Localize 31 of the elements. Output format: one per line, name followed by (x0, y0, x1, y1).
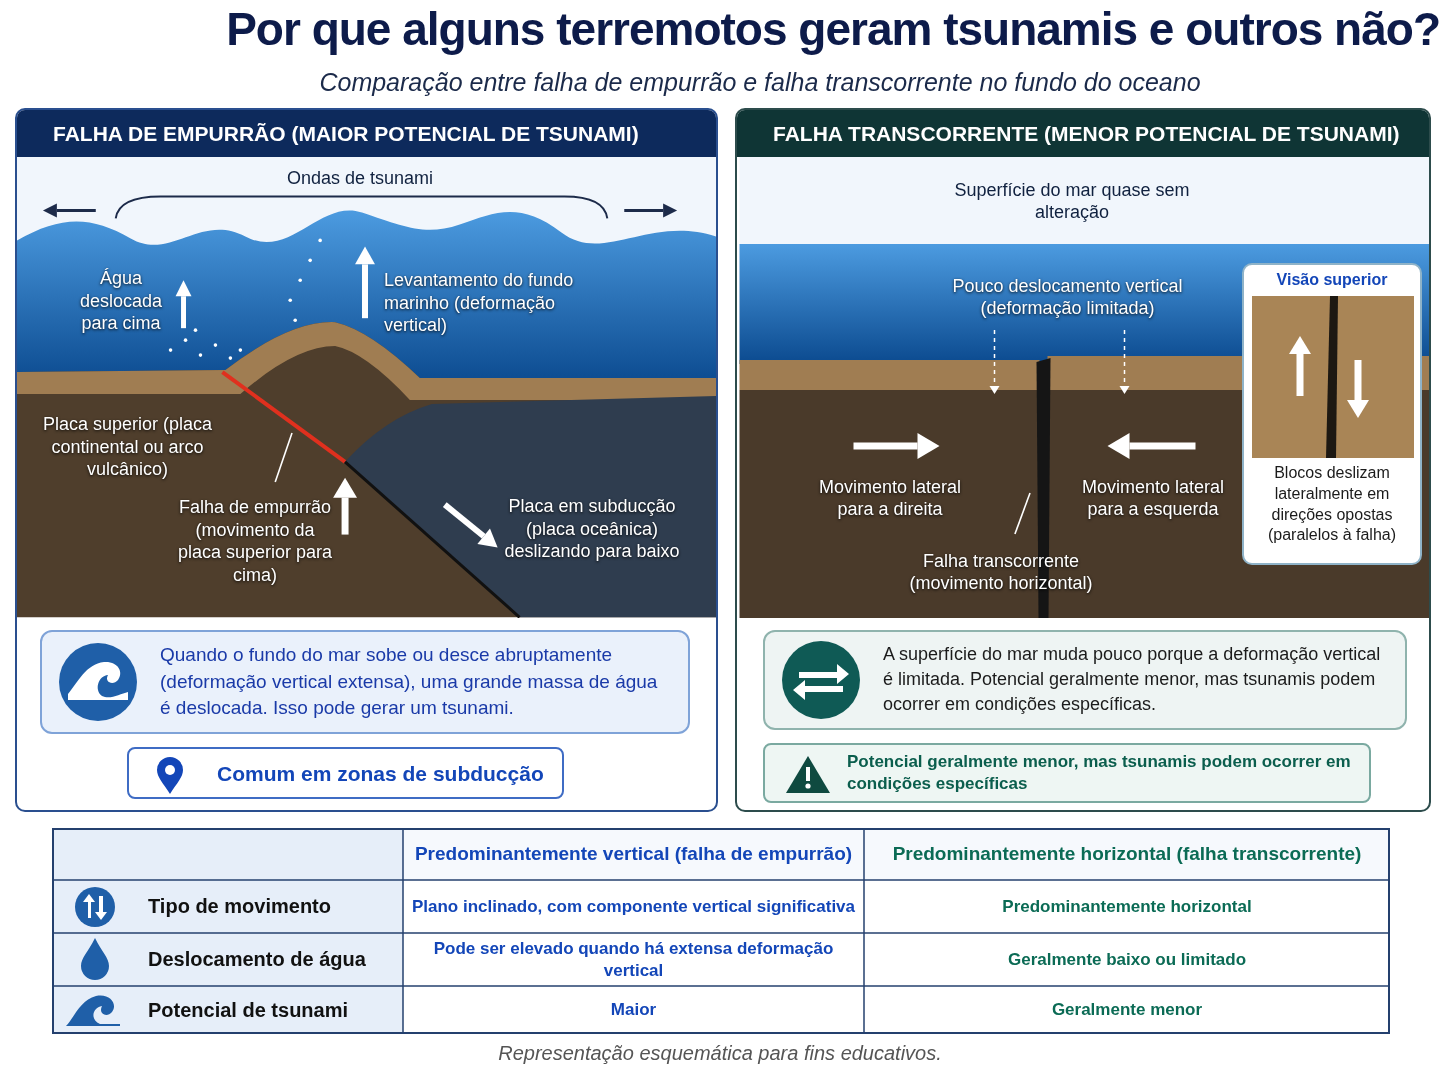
title: Por que alguns terremotos geram tsunamis e outros não? (225, 2, 1440, 57)
annotation: Pouco deslocamento vertical (deformação limitada) (951, 274, 1184, 320)
table-cell-text: Pode ser elevado quando há extensa deformação vertical (432, 938, 835, 982)
table-cell-text: Geralmente menor (1050, 999, 1204, 1022)
annotation: Levantamento do fundo marinho (deformação vertical) (384, 269, 575, 338)
table-cell-text: Predominantemente horizontal (1001, 895, 1253, 918)
inset-heading: Visão superior (1275, 271, 1389, 289)
annotation: Placa em subducção (placa oceânica) deslizando para baixo (503, 495, 681, 564)
row-label: Tipo de movimento (148, 894, 332, 919)
annotation: Movimento lateral para a esquerda (1080, 475, 1226, 521)
inset-text: Blocos deslizam lateralmente em direções opostas (paralelos à falha) (1266, 463, 1398, 546)
caption: Representação esquemática para fins educativos. (497, 1042, 943, 1066)
panel-heading: FALHA TRANSCORRENTE (MENOR POTENCIAL DE TSUNAMI) (737, 110, 1429, 157)
tag-text: Comum em zonas de subducção (217, 762, 544, 786)
annotation: Placa superior (placa continental ou arco vulcânico) (41, 413, 214, 482)
row-label: Deslocamento de água (148, 947, 367, 972)
table-cell-text: Maior (609, 999, 658, 1022)
column-header: Predominantemente vertical (falha de empurrão) (413, 842, 854, 867)
table-cell-text: Geralmente baixo ou limitado (1006, 948, 1248, 971)
wave-label: Ondas de tsunami (285, 166, 435, 190)
table-cell-text: Plano inclinado, com componente vertical significativa (410, 895, 857, 918)
info-text: A superfície do mar muda pouco porque a deformação vertical é limitada. Potencial geralmente menor, mas tsunamis podem ocorrer em condições específicas. (883, 643, 1382, 717)
annotation: Superfície do mar quase sem alteração (953, 178, 1191, 224)
column-header: Predominantemente horizontal (falha transcorrente) (891, 842, 1363, 867)
info-text: Quando o fundo do mar sobe ou desce abruptamente (deformação vertical extensa), uma grande massa de água é deslocada. Isso pode gerar um tsunami. (160, 643, 659, 721)
warning-text: Potencial geralmente menor, mas tsunamis podem ocorrer em condições específicas (847, 751, 1352, 796)
row-label: Potencial de tsunami (148, 997, 350, 1023)
annotation: Movimento lateral para a direita (817, 475, 963, 521)
panel-heading: FALHA DE EMPURRÃO (MAIOR POTENCIAL DE TSUNAMI) (17, 110, 716, 157)
annotation: Água deslocada para cima (78, 267, 164, 336)
subtitle: Comparação entre falha de empurrão e falha transcorrente no fundo do oceano (318, 67, 1202, 99)
